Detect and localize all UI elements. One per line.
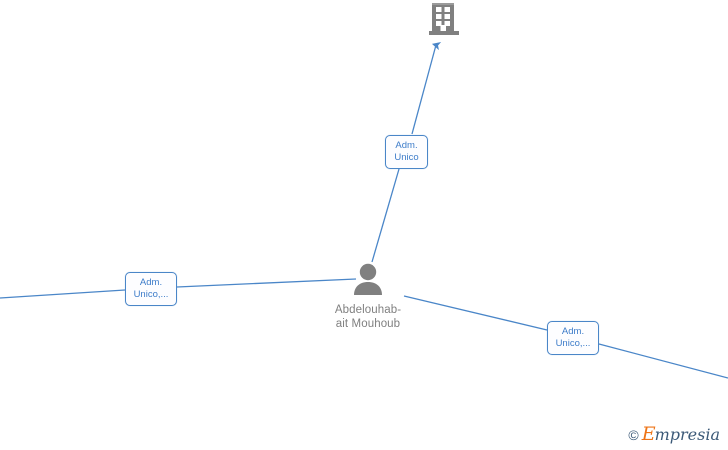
edge-left-incoming xyxy=(0,289,126,299)
edge-right-outgoing-cont xyxy=(598,343,728,379)
person-icon xyxy=(348,262,388,301)
copyright-symbol: © xyxy=(628,427,639,443)
edge-person-to-company-lower xyxy=(371,168,400,263)
edge-label-adm-unico-right[interactable]: Adm. Unico,... xyxy=(547,321,599,355)
node-person[interactable]: Abdelouhab- ait Mouhoub xyxy=(316,262,420,331)
building-icon xyxy=(428,2,460,41)
node-person-label: Abdelouhab- ait Mouhoub xyxy=(334,304,402,330)
edge-right-outgoing xyxy=(403,295,548,331)
edge-label-adm-unico-top[interactable]: Adm. Unico xyxy=(385,135,428,169)
empresia-watermark: © E mpresia xyxy=(628,425,720,444)
brand-initial: E xyxy=(641,423,656,445)
edge-person-to-company-upper xyxy=(411,42,442,135)
brand-name: mpresia xyxy=(654,425,720,444)
edge-left-incoming-cont xyxy=(176,278,357,288)
edge-label-adm-unico-left[interactable]: Adm. Unico,... xyxy=(125,272,177,306)
node-company[interactable] xyxy=(414,2,474,44)
